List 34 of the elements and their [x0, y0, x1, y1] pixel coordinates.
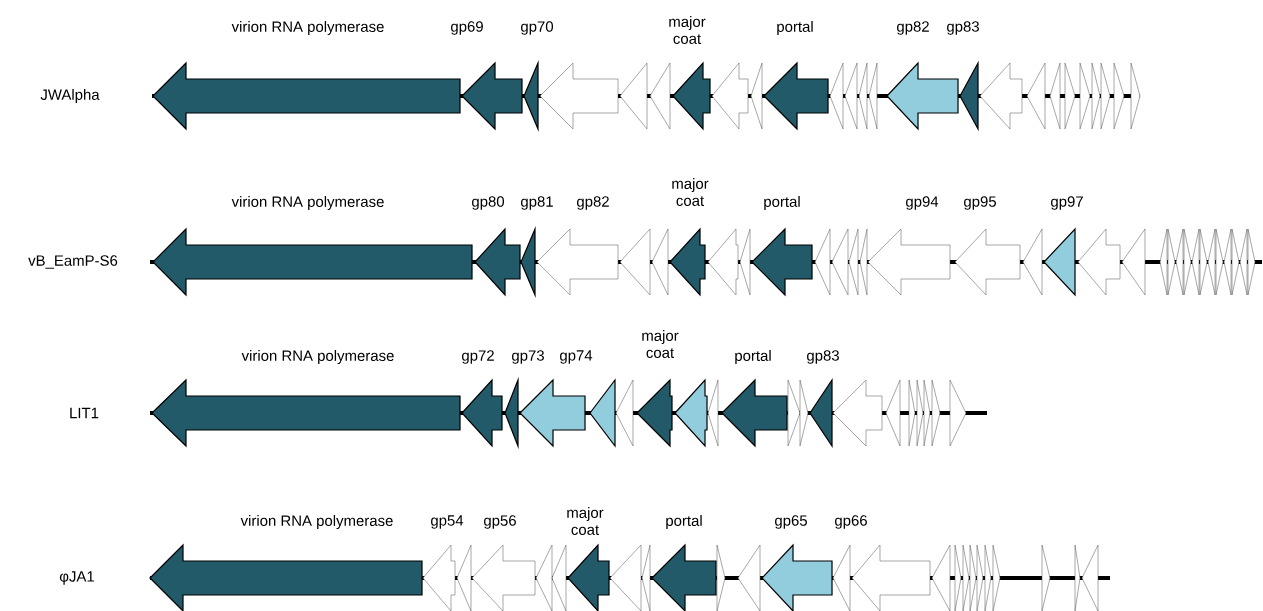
gene-label: gp70: [521, 21, 554, 35]
phage-name: φJA1: [59, 571, 94, 585]
gene-label: major coat: [567, 507, 604, 535]
gene-label: gp83: [807, 350, 839, 364]
gene-label: gp82: [577, 196, 609, 210]
phage-name: LIT1: [70, 407, 99, 419]
gene-label: virion RNA polymerase: [231, 196, 384, 210]
gene-label: gp73: [512, 350, 544, 364]
gene-label: gp94: [906, 196, 939, 210]
gene-label: gp74: [560, 350, 593, 364]
gene-label: virion RNA polymerase: [240, 515, 393, 529]
gene-label: gp66: [835, 515, 867, 529]
gene-label: portal: [764, 196, 800, 210]
gene-label: portal: [777, 21, 813, 35]
gene-label: gp80: [472, 196, 505, 210]
gene-label: gp95: [964, 196, 996, 210]
gene-label: major coat: [672, 178, 709, 206]
gene-label: gp83: [947, 21, 979, 35]
gene-label: gp97: [1051, 196, 1083, 210]
gene-label: gp69: [451, 21, 483, 35]
gene-label: gp72: [462, 350, 494, 364]
gene-label: gp56: [484, 515, 516, 529]
gene-label: major coat: [642, 330, 679, 358]
gene-label: portal: [666, 515, 702, 529]
gene-label: major coat: [669, 16, 706, 44]
gene-label: portal: [735, 350, 771, 364]
gene-label: virion RNA polymerase: [231, 21, 384, 35]
gene-label: gp81: [521, 196, 553, 210]
phage-name: JWAlpha: [40, 89, 100, 103]
gene-label: gp65: [775, 515, 807, 529]
phage-name: vB_EamP-S6: [28, 255, 118, 269]
gene-label: gp54: [431, 515, 464, 529]
gene-label: gp82: [897, 21, 929, 35]
gene-label: virion RNA polymerase: [241, 350, 394, 364]
